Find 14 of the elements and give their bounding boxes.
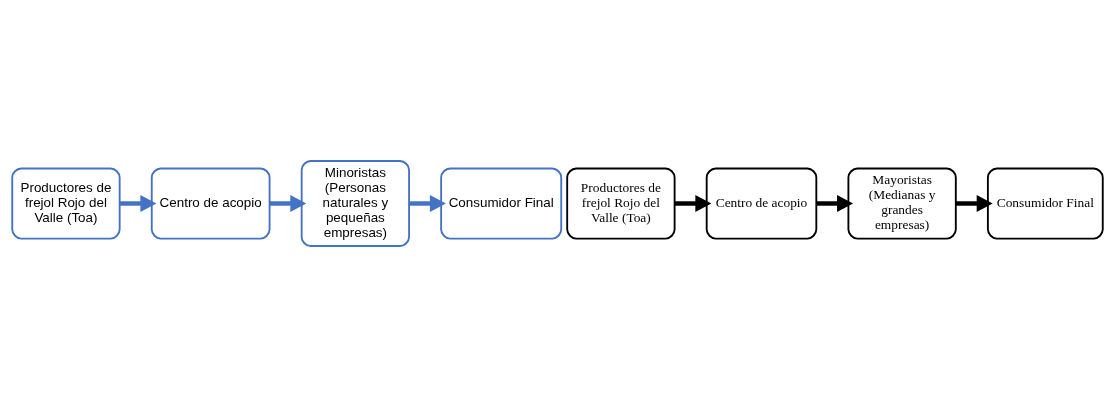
node-box: Minoristas (Personas naturales y pequeñas empresas) [300,159,410,247]
node-box: Consumidor Final [440,167,563,239]
node-box: Productores de frejol Rojo del Valle (Toa) [566,167,676,239]
arrow [955,194,993,212]
arrow [269,194,307,212]
arrow [409,194,446,212]
node-box: Centro de acopio [705,167,818,239]
node-box: Mayoristas (Medianas y grandes empresas) [847,167,957,239]
arrow [119,194,157,212]
node-box: Consumidor Final [986,167,1104,239]
arrow [816,194,854,212]
node-box: Productores de frejol Rojo del Valle (Toa) [11,167,121,239]
node-box: Centro de acopio [150,167,271,239]
arrow [674,194,712,212]
